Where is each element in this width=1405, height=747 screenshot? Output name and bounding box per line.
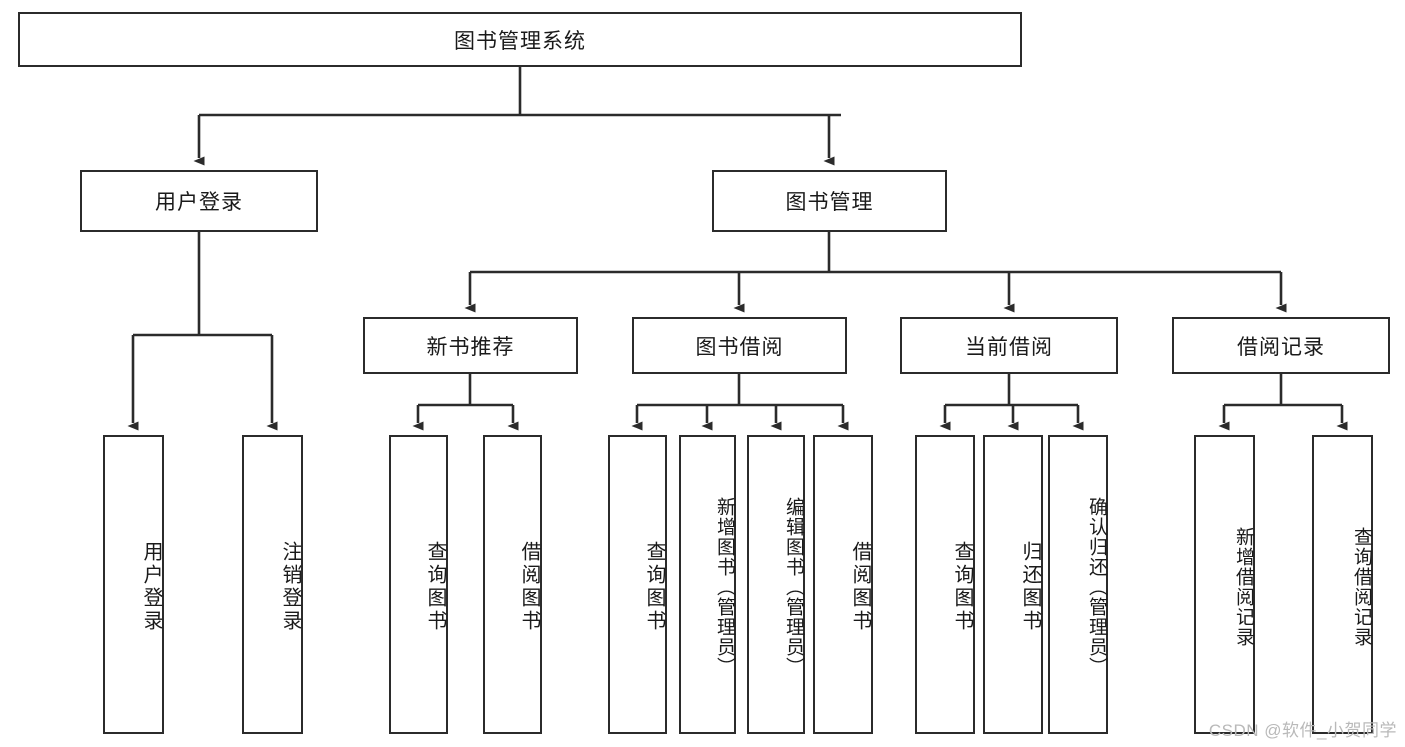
leaf-borrow-record-query[interactable]: 查询借阅记录: [1312, 435, 1373, 734]
node-new-book-recommend-label: 新书推荐: [426, 335, 515, 359]
leaf-book-borrow-edit[interactable]: 编辑图书（管理员）: [747, 435, 805, 734]
node-book-borrow-label: 图书借阅: [695, 335, 784, 359]
leaf-borrow-record-add-label: 新增借阅记录: [1233, 526, 1254, 647]
leaf-new-book-query[interactable]: 查询图书: [389, 435, 448, 734]
node-current-borrow-label: 当前借阅: [965, 335, 1053, 359]
csdn-watermark: CSDN @软件_小贺同学: [1208, 721, 1397, 740]
leaf-user-login-logout[interactable]: 注销登录: [242, 435, 303, 734]
leaf-current-borrow-return[interactable]: 归还图书: [983, 435, 1043, 734]
leaf-book-borrow-query-label: 查询图书: [643, 540, 665, 633]
node-root-label: 图书管理系统: [454, 29, 586, 53]
node-new-book-recommend[interactable]: 新书推荐: [363, 317, 578, 374]
leaf-book-borrow-add-label: 新增图书（管理员）: [714, 496, 735, 677]
leaf-book-borrow-borrow[interactable]: 借阅图书: [813, 435, 873, 734]
leaf-current-borrow-confirm[interactable]: 确认归还（管理员）: [1048, 435, 1108, 734]
leaf-current-borrow-query-label: 查询图书: [951, 540, 973, 633]
node-borrow-record[interactable]: 借阅记录: [1172, 317, 1390, 374]
leaf-new-book-borrow[interactable]: 借阅图书: [483, 435, 542, 734]
node-current-borrow[interactable]: 当前借阅: [900, 317, 1118, 374]
node-book-borrow[interactable]: 图书借阅: [632, 317, 847, 374]
leaf-borrow-record-query-label: 查询借阅记录: [1351, 526, 1372, 647]
leaf-user-login-login[interactable]: 用户登录: [103, 435, 164, 734]
leaf-new-book-query-label: 查询图书: [424, 540, 446, 633]
leaf-new-book-borrow-label: 借阅图书: [518, 540, 540, 633]
leaf-current-borrow-confirm-label: 确认归还（管理员）: [1086, 496, 1107, 677]
leaf-book-borrow-query[interactable]: 查询图书: [608, 435, 667, 734]
leaf-book-borrow-add[interactable]: 新增图书（管理员）: [679, 435, 736, 734]
node-borrow-record-label: 借阅记录: [1237, 335, 1325, 359]
leaf-book-borrow-borrow-label: 借阅图书: [849, 540, 871, 633]
leaf-user-login-login-label: 用户登录: [140, 540, 162, 633]
node-book-management-label: 图书管理: [785, 191, 874, 214]
leaf-book-borrow-edit-label: 编辑图书（管理员）: [783, 496, 804, 677]
node-user-login-label: 用户登录: [155, 191, 243, 214]
leaf-current-borrow-query[interactable]: 查询图书: [915, 435, 975, 734]
leaf-user-login-logout-label: 注销登录: [279, 540, 301, 633]
node-root[interactable]: 图书管理系统: [18, 12, 1022, 67]
node-book-management[interactable]: 图书管理: [712, 170, 947, 232]
node-user-login[interactable]: 用户登录: [80, 170, 318, 232]
leaf-current-borrow-return-label: 归还图书: [1019, 540, 1041, 633]
leaf-borrow-record-add[interactable]: 新增借阅记录: [1194, 435, 1255, 734]
